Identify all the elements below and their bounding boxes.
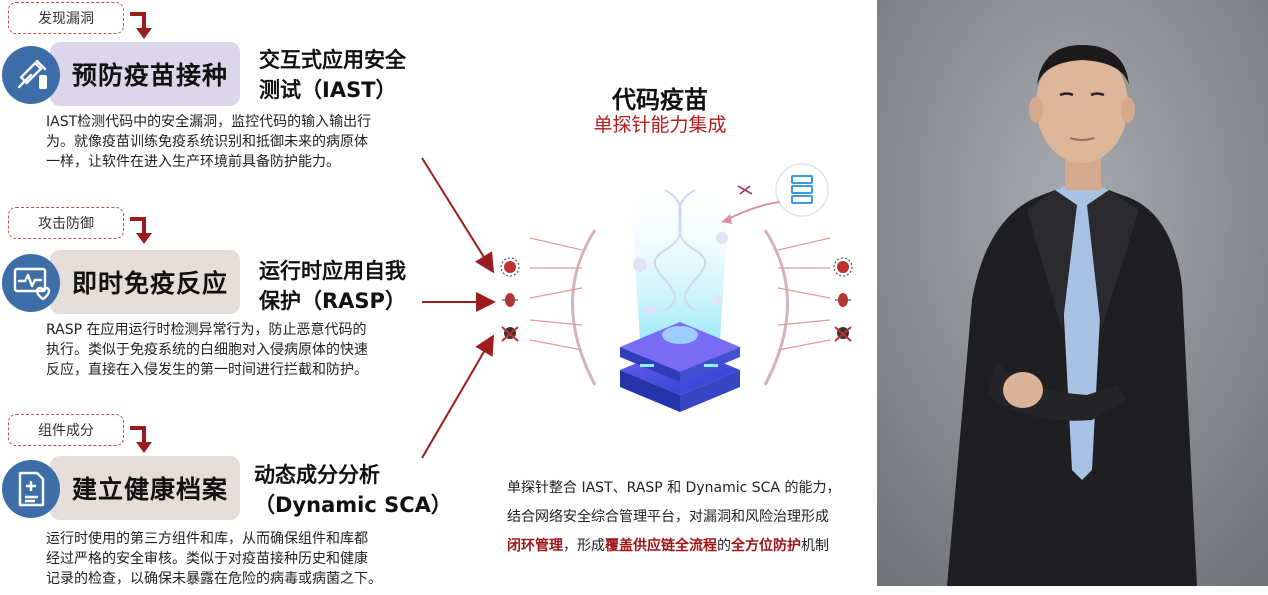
- code-vaccine-illustration: [500, 163, 853, 412]
- center-title: 代码疫苗: [612, 86, 708, 114]
- desc-line: 执行。类似于免疫系统的白细胞对入侵病原体的快速: [46, 342, 368, 358]
- center-subtitle: 单探针能力集成: [593, 114, 727, 136]
- method-line1: 交互式应用安全: [259, 48, 406, 72]
- virus-icon: [500, 257, 520, 277]
- skull-icon: [834, 326, 852, 342]
- tag-discover-vuln: 发现漏洞: [8, 2, 124, 34]
- dna-small-icon: [737, 185, 753, 195]
- summary-line2: 结合网络安全综合管理平台，对漏洞和风险治理形成: [507, 509, 829, 525]
- bent-arrow-icon: [130, 12, 152, 39]
- arrow-sca: [421, 334, 495, 459]
- emphasis-full-protection: 全方位防护: [731, 538, 801, 554]
- card-title: 建立健康档案: [72, 475, 229, 504]
- method-line1: 运行时应用自我: [259, 259, 406, 283]
- bug-icon: [502, 293, 518, 307]
- speaker-portrait-photo: [877, 0, 1268, 586]
- light-beam: [630, 180, 730, 340]
- shield-arc-right: [763, 229, 789, 386]
- arrow-iast: [421, 157, 495, 274]
- desc-line: RASP 在应用运行时检测异常行为，防止恶意代码的: [46, 322, 367, 338]
- summary-text: 机制: [801, 538, 829, 554]
- bent-arrow-icon: [130, 426, 152, 453]
- skull-icon: [501, 326, 519, 342]
- emphasis-closed-loop: 闭环管理: [507, 538, 563, 554]
- method-line2: 保护（RASP）: [259, 289, 406, 313]
- desc-line: 运行时使用的第三方组件和库，从而确保组件和库都: [46, 531, 368, 547]
- bug-icon: [835, 293, 851, 307]
- tag-components: 组件成分: [8, 414, 124, 446]
- card-title: 预防疫苗接种: [72, 61, 229, 90]
- dna-helix-icon: [653, 189, 707, 311]
- desc-line: 记录的检查，以确保未暴露在危险的病毒或病菌之下。: [46, 571, 382, 587]
- desc-line: 一样，让软件在进入生产环境前具备防护能力。: [46, 154, 340, 170]
- method-line2: （Dynamic SCA）: [254, 493, 452, 517]
- tag-attack-defense: 攻击防御: [8, 207, 124, 239]
- desc-iast: IAST检测代码中的安全漏洞，监控代码的输入输出行 为。就像疫苗训练免疫系统识别…: [46, 112, 371, 172]
- health-record-icon: [2, 460, 60, 518]
- bent-arrow-icon: [130, 217, 152, 244]
- card-vaccination: 预防疫苗接种: [50, 42, 240, 106]
- card-title: 即时免疫反应: [72, 269, 229, 298]
- virus-icon: [833, 257, 853, 277]
- connector-arrows: [421, 157, 496, 459]
- method-sca: 动态成分分析 （Dynamic SCA）: [254, 460, 452, 520]
- summary-line1: 单探针整合 IAST、RASP 和 Dynamic SCA 的能力，: [507, 480, 841, 496]
- desc-sca: 运行时使用的第三方组件和库，从而确保组件和库都 经过严格的安全审核。类似于对疫苗…: [46, 529, 382, 589]
- method-line2: 测试（IAST）: [259, 78, 397, 102]
- emphasis-supply-chain: 覆盖供应链全流程: [605, 538, 717, 554]
- method-rasp: 运行时应用自我 保护（RASP）: [259, 256, 406, 316]
- summary-text: ，形成: [563, 538, 605, 554]
- desc-line: IAST检测代码中的安全漏洞，监控代码的输入输出行: [46, 114, 372, 130]
- server-stack-icon: [620, 322, 740, 412]
- card-health-record: 建立健康档案: [50, 456, 240, 520]
- summary-text: 的: [717, 538, 731, 554]
- desc-rasp: RASP 在应用运行时检测异常行为，防止恶意代码的 执行。类似于免疫系统的白细胞…: [46, 320, 368, 380]
- desc-line: 反应，直接在入侵发生的第一时间进行拦截和防护。: [46, 362, 368, 378]
- summary: 单探针整合 IAST、RASP 和 Dynamic SCA 的能力， 结合网络安…: [507, 474, 840, 561]
- card-immune-response: 即时免疫反应: [50, 250, 240, 314]
- summary-line3: 闭环管理，形成覆盖供应链全流程的全方位防护机制: [507, 532, 840, 561]
- database-icon: [775, 163, 829, 217]
- shield-arc-left: [571, 229, 597, 386]
- method-iast: 交互式应用安全 测试（IAST）: [259, 45, 406, 105]
- method-line1: 动态成分分析: [254, 463, 380, 487]
- desc-line: 为。就像疫苗训练免疫系统识别和抵御未来的病原体: [46, 134, 368, 150]
- heart-monitor-icon: [2, 254, 60, 312]
- desc-line: 经过严格的安全审核。类似于对疫苗接种历史和健康: [46, 551, 368, 567]
- vaccine-syringe-icon: [2, 46, 60, 104]
